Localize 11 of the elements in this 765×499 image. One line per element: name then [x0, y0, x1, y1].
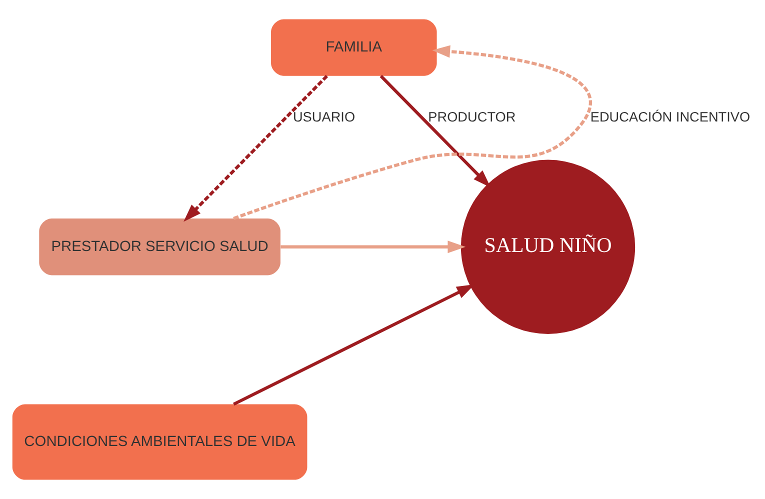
edge-label: USUARIO: [292, 109, 356, 124]
node-box: PRESTADOR SERVICIO SALUD: [39, 218, 280, 276]
arrow: [233, 45, 592, 220]
node-box: CONDICIONES AMBIENTALES DE VIDA: [12, 404, 308, 480]
arrow: [380, 74, 491, 188]
edge-label: PRODUCTOR: [428, 109, 516, 124]
arrow: [280, 240, 466, 254]
node-circle: SALUD NIÑO: [460, 160, 636, 334]
arrow: [184, 74, 328, 222]
edge-label: EDUCACIÓN INCENTIVO: [590, 109, 750, 124]
node-box: FAMILIA: [271, 19, 437, 76]
